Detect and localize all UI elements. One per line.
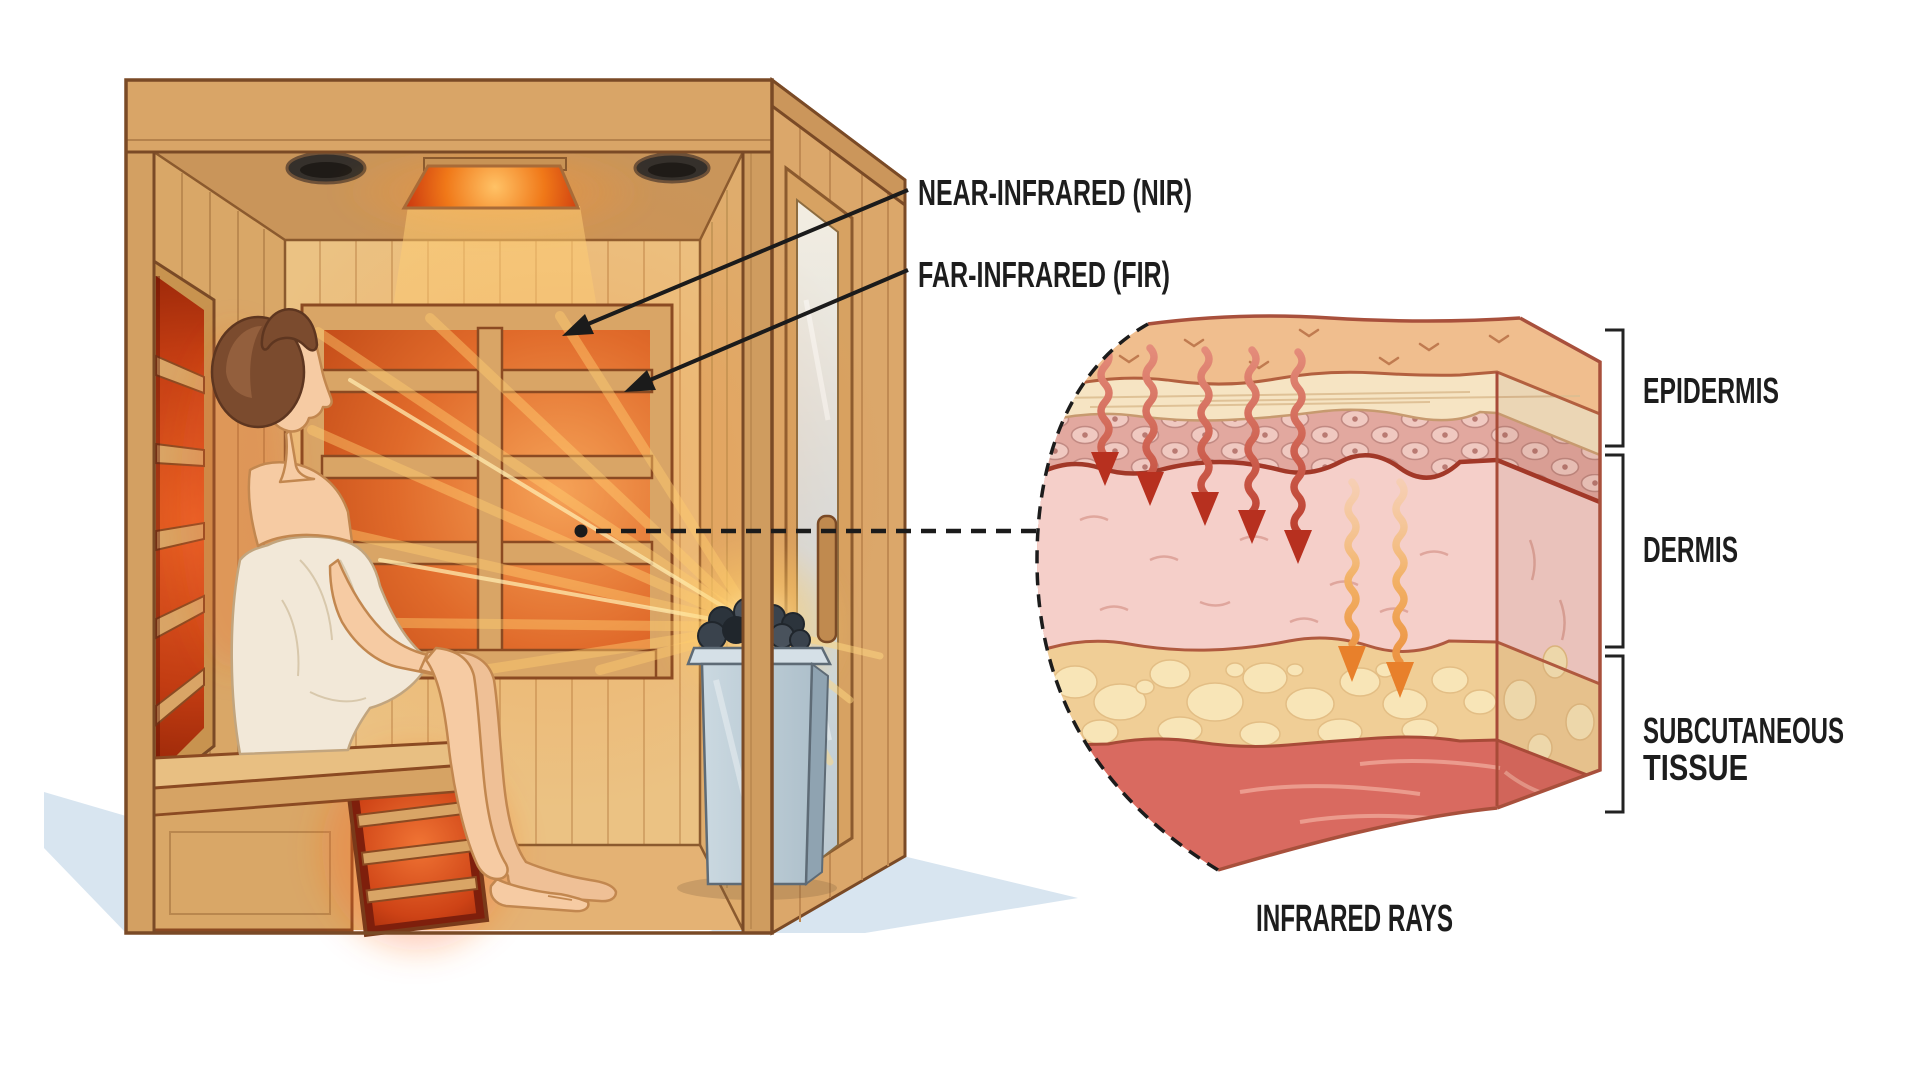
infrared-rays-caption: INFRARED RAYS — [1256, 898, 1453, 940]
fir-leader-line — [649, 268, 909, 382]
floor-shadow-left — [44, 792, 126, 933]
magnification-connector — [574, 524, 1036, 538]
far-infrared-label: FAR-INFRARED (FIR) — [918, 254, 1170, 295]
skin-cross-section — [1035, 314, 1602, 872]
nir-ray-arrows — [1097, 344, 1306, 536]
layer-labels: EPIDERMIS DERMIS SUBCUTANEOUS TISSUE — [1643, 370, 1844, 788]
front-leg — [424, 646, 509, 881]
magnifier-dashed-arc — [1035, 322, 1219, 872]
ceiling-vent-inner — [648, 162, 696, 178]
corner-post-right — [741, 78, 774, 935]
epidermis-bracket — [1605, 328, 1625, 448]
hair-highlight — [226, 326, 262, 398]
ceiling-heat-lamp — [401, 164, 581, 210]
layer-brackets — [1605, 328, 1625, 814]
subcutaneous-bracket — [1605, 654, 1625, 814]
dermis-label: DERMIS — [1643, 529, 1738, 570]
cabin-front-frame — [124, 78, 774, 935]
torso-skin — [247, 461, 354, 548]
fir-ray-arrows — [1344, 478, 1408, 666]
fascia-board — [124, 78, 774, 154]
corner-post-left — [124, 78, 156, 935]
fir-arrow-heads — [1338, 646, 1414, 698]
skin-block-outline — [1035, 314, 1602, 872]
woman-figure — [180, 307, 618, 913]
nir-arrowhead-icon — [562, 314, 594, 336]
nir-leader-line — [587, 188, 909, 326]
front-foot — [489, 877, 590, 913]
dermis-bracket — [1605, 453, 1625, 649]
ceiling-vent-inner — [300, 162, 352, 178]
hair-front — [260, 307, 319, 352]
near-infrared-label: NEAR-INFRARED (NIR) — [918, 172, 1192, 213]
subcutaneous-label-line1: SUBCUTANEOUS — [1643, 710, 1844, 751]
fat-cells-texture — [1052, 645, 1595, 763]
towel — [230, 535, 432, 756]
bench-base — [152, 798, 354, 932]
nir-arrow-heads — [1091, 452, 1312, 564]
neck — [278, 428, 316, 484]
connector-dot — [574, 524, 588, 538]
fir-arrowhead-icon — [624, 370, 656, 392]
door-handle — [816, 514, 838, 644]
subcutaneous-label-line2: TISSUE — [1643, 747, 1748, 788]
ray-annotations: NEAR-INFRARED (NIR) FAR-INFRARED (FIR) — [562, 172, 1192, 392]
toes — [547, 895, 573, 901]
epidermis-label: EPIDERMIS — [1643, 370, 1779, 411]
